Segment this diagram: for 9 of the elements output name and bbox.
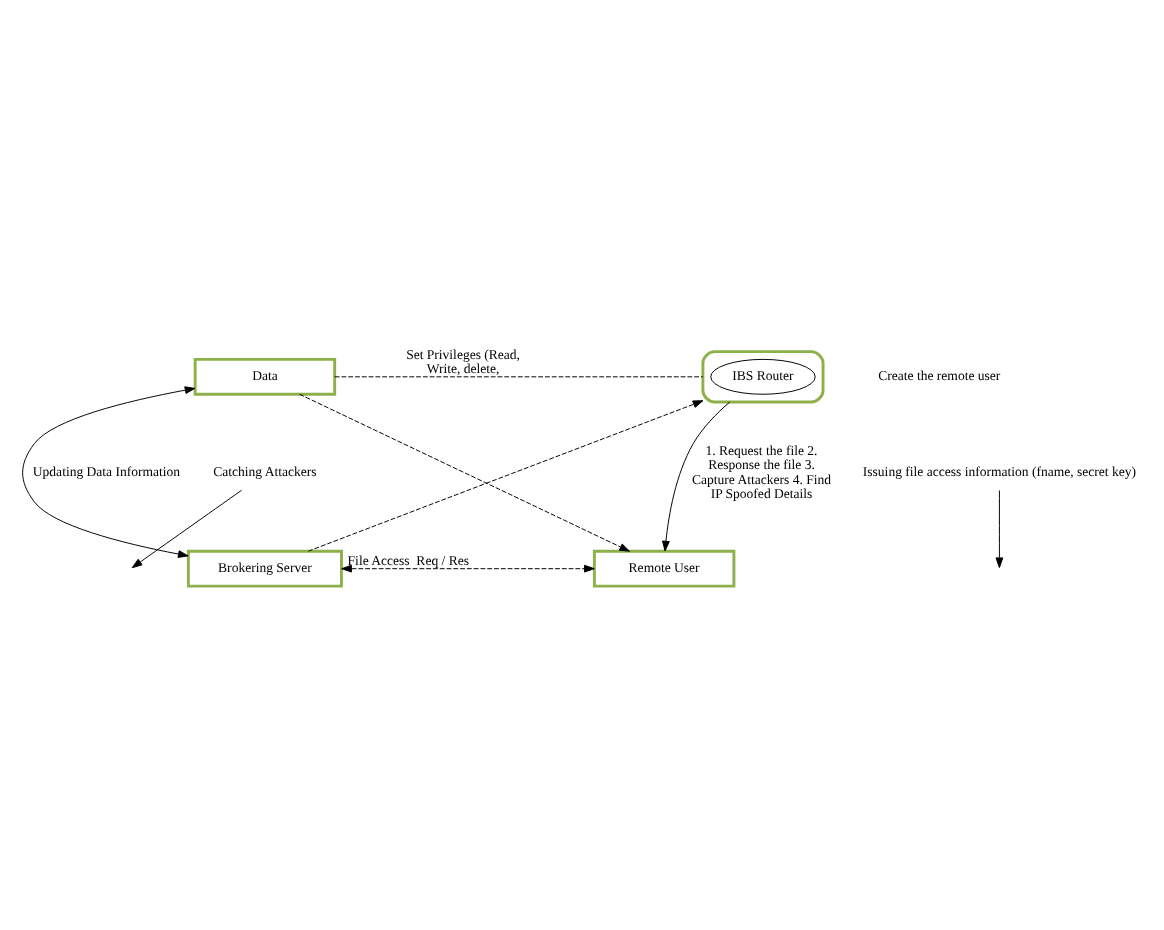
arrow: [995, 490, 1004, 569]
arrow: [131, 489, 242, 569]
arrow: [662, 401, 731, 552]
cluster: [701, 350, 825, 404]
arrow: [341, 564, 595, 573]
connector: [334, 376, 704, 378]
arrow: [299, 393, 630, 552]
arrow: [22, 386, 196, 558]
arrow: [307, 400, 704, 552]
